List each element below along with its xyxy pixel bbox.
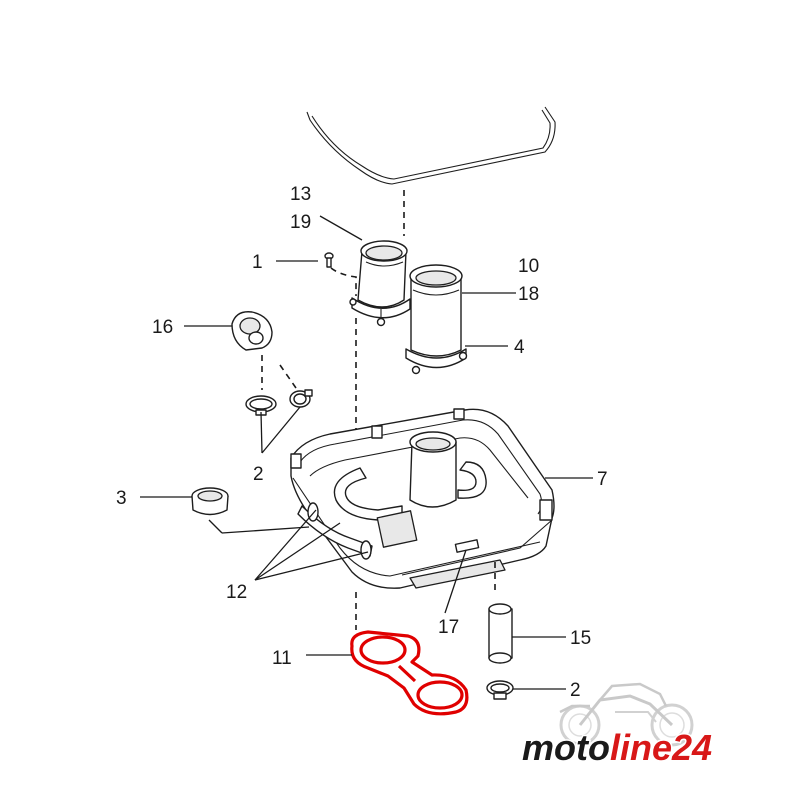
airbox-gasket	[350, 630, 469, 716]
callout-4: 4	[514, 337, 525, 358]
callout-16: 16	[152, 317, 173, 338]
intake-trumpet-right	[405, 264, 468, 375]
callout-18: 18	[518, 284, 539, 305]
callout-2-lower: 2	[570, 680, 581, 701]
drain-tube	[488, 603, 513, 664]
motorcycle-icon	[559, 682, 694, 747]
intake-trumpet-left	[349, 240, 411, 327]
breather-elbow	[231, 311, 273, 351]
hose-clamp-upper	[245, 389, 313, 416]
callout-13: 13	[290, 184, 311, 205]
callout-1: 1	[252, 252, 263, 273]
callout-17: 17	[438, 617, 459, 638]
callout-12: 12	[226, 582, 247, 603]
callout-7: 7	[597, 469, 608, 490]
airbox-housing	[290, 408, 555, 589]
callout-11: 11	[272, 648, 292, 669]
watermark-text-moto: moto	[522, 727, 610, 768]
watermark-text-line24: line24	[610, 727, 712, 768]
svg-text:motoline24: motoline24	[522, 727, 712, 768]
callout-3: 3	[116, 488, 127, 509]
hose-clamp-lower	[486, 680, 514, 700]
callout-19: 19	[290, 212, 311, 233]
callout-15: 15	[570, 628, 591, 649]
seat-outline	[306, 106, 556, 236]
rubber-grommet	[191, 487, 229, 516]
watermark: motoline24	[521, 682, 714, 770]
screw	[324, 252, 357, 296]
callout-2-upper: 2	[253, 464, 264, 485]
callout-10: 10	[518, 256, 539, 277]
leader-lines	[140, 215, 593, 690]
